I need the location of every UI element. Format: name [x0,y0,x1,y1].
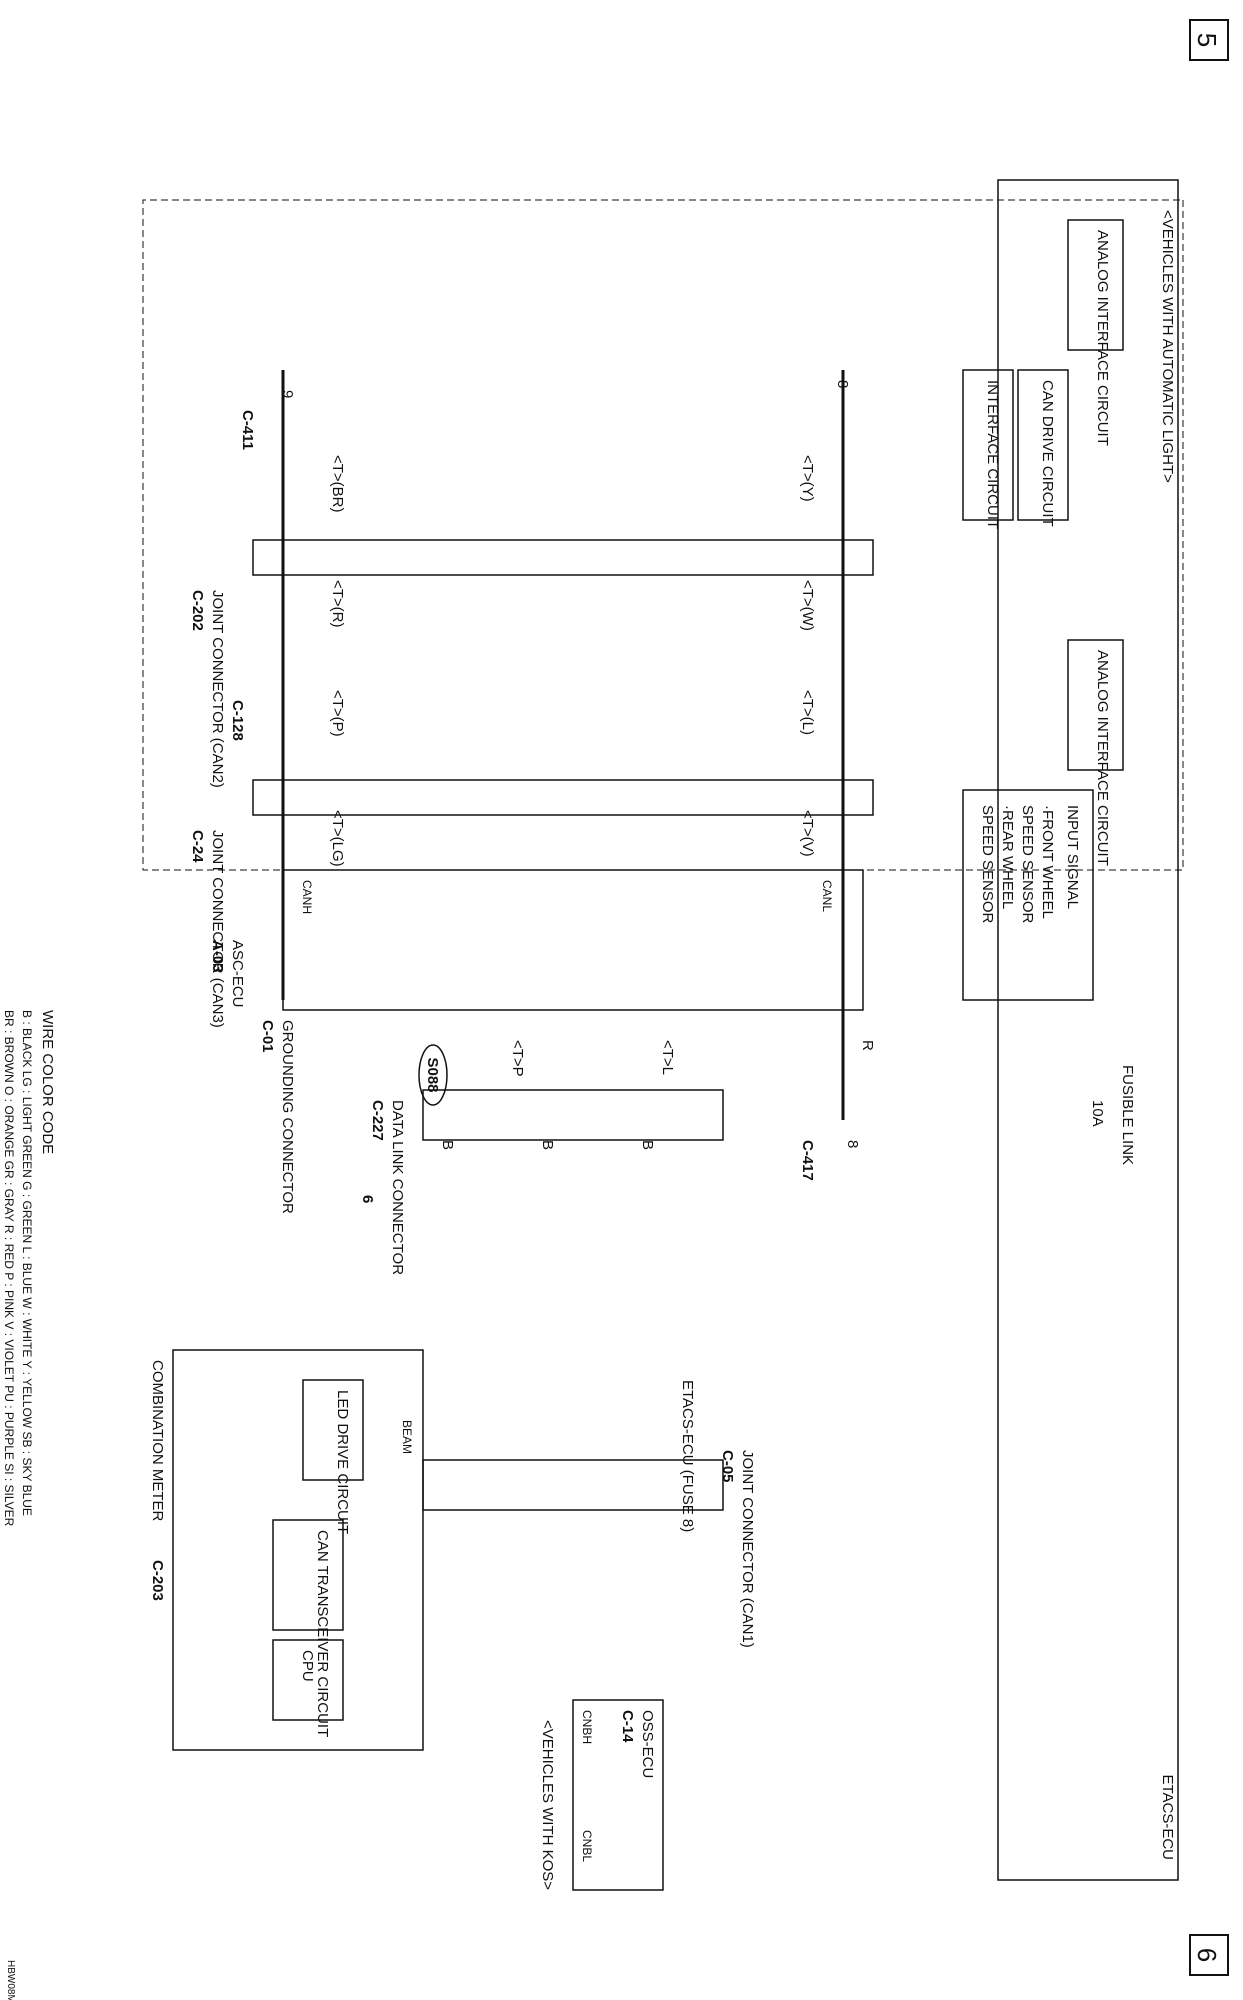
joint-can3-label: JOINT CONNECTOR (CAN3) [209,830,226,1028]
asc-canh-label: CANH [300,880,314,914]
cpu-label: CPU [299,1650,316,1682]
dlc-label: DATA LINK CONNECTOR [389,1100,406,1275]
data-link-connector-box [422,1089,724,1141]
oss-ecu-box [572,1699,664,1891]
analog-interface-box-1 [1067,219,1124,351]
splice-s088 [418,1044,448,1106]
asc-ecu-box [282,869,864,1011]
beam-label: BEAM [400,1420,414,1454]
wire-label-r: <T>(R) [329,580,346,628]
auto-light-note: <VEHICLES WITH AUTOMATIC LIGHT> [1159,210,1176,483]
wire-r-label: R [859,1040,876,1051]
joint-can2-label: JOINT CONNECTOR (CAN2) [209,590,226,788]
fusible-link-label: FUSIBLE LINK [1119,1065,1136,1165]
wire-label-y: <T>(Y) [799,455,816,502]
asc-ecu-connector: A-03 [209,940,226,973]
asc-ecu-name: ASC-ECU [229,940,246,1008]
wire-label-lg: <T>(LG) [329,810,346,867]
wire-b3-label: B [639,1140,656,1150]
wire-label-br: <T>(BR) [329,455,346,513]
can-transceiver-label: CAN TRANSCEIVER CIRCUIT [314,1530,331,1737]
analog-interface-2-label: ANALOG INTERFACE CIRCUIT [1094,650,1111,866]
wire-color-code-line1: B : BLACK LG : LIGHT GREEN G : GREEN L :… [20,1010,34,1516]
rotated-drawing: 5 6 ETACS-ECU <VEHICLES WITH AUTOMATIC L… [2,19,1229,2000]
can-transceiver-box [272,1519,344,1631]
oss-ecu-connector: C-14 [619,1710,636,1743]
diagram-code: HBW08M00CC [5,1960,16,2000]
input-signal-line4: SPEED SENSOR [979,805,996,924]
joint-can3-connector: C-24 [189,830,206,863]
ground-connector: C-01 [259,1020,276,1053]
c417-pin: 8 [844,1140,861,1148]
input-signal-line1: ·FRONT WHEEL [1039,805,1056,919]
analog-interface-box-2 [1067,639,1124,771]
ground-marker: 6 [359,1195,376,1203]
joint-can1-connector: C-05 [719,1450,736,1483]
wire-color-code-title: WIRE COLOR CODE [39,1010,56,1154]
input-signal-title: INPUT SIGNAL [1064,805,1081,909]
led-drive-label: LED DRIVE CIRCUIT [334,1390,351,1534]
page-marker-5-frame [1189,19,1229,61]
combination-meter-frame [172,1349,424,1751]
c417-connector: C-417 [799,1140,816,1181]
can-drive-box-upper [1017,369,1069,521]
led-drive-box [302,1379,364,1481]
wire-label-v: <T>(V) [799,810,816,857]
ground-label: GROUNDING CONNECTOR [279,1020,296,1214]
wire-label-w: <T>(W) [799,580,816,631]
etacs-c411-connector: C-411 [239,410,256,450]
etacs-fuse-label: ETACS-ECU (FUSE 8) [679,1380,696,1532]
page-marker-6: 6 [1192,1948,1222,1962]
wire-color-code-line2: BR : BROWN O : ORANGE GR : GRAY R : RED … [2,1010,16,1527]
wire-b1-label: B [439,1140,456,1150]
cpu-box [272,1639,344,1721]
input-signal-line3: ·REAR WHEEL [999,805,1016,909]
interface-box-upper [962,369,1014,521]
etacs-ecu-title: ETACS-ECU [1159,1774,1176,1860]
c128-connector: C-128 [229,700,246,741]
joint-connector-can3 [252,779,874,816]
etacs-pin-9: 9 [279,390,296,398]
oss-note: <VEHICLES WITH KOS> [539,1720,556,1890]
input-signal-box [962,789,1094,1001]
fusible-amps: 10A [1089,1100,1106,1127]
wire-tp-label: <T>P [509,1040,526,1077]
page-marker-6-frame [1189,1934,1229,1976]
splice-s088-label: S088 [424,1057,441,1092]
wire-label-p: <T>(P) [329,690,346,737]
joint-connector-can1 [422,1459,724,1511]
asc-canl-label: CANL [820,880,834,912]
oss-cnbh: CNBH [580,1710,594,1744]
page-marker-5: 5 [1192,33,1222,47]
dlc-connector: C-227 [369,1100,386,1141]
interface-upper-label: INTERFACE CIRCUIT [984,380,1001,529]
wire-b2-label: B [539,1140,556,1150]
wire-tl-label: <T>L [659,1040,676,1075]
input-signal-line2: SPEED SENSOR [1019,805,1036,924]
etacs-ecu-frame [997,179,1179,1881]
combination-meter-connector: C-203 [149,1560,166,1601]
joint-connector-can2 [252,539,874,576]
joint-can2-connector: C-202 [189,590,206,631]
oss-cnbl: CNBL [580,1830,594,1862]
joint-can1-label: JOINT CONNECTOR (CAN1) [739,1450,756,1648]
oss-ecu-name: OSS-ECU [639,1710,656,1778]
analog-interface-1-label: ANALOG INTERFACE CIRCUIT [1094,230,1111,446]
can-drive-upper-label: CAN DRIVE CIRCUIT [1039,380,1056,527]
combination-meter-name: COMBINATION METER [149,1360,166,1522]
wire-label-l: <T>(L) [799,690,816,735]
auto-light-region [142,199,1184,871]
